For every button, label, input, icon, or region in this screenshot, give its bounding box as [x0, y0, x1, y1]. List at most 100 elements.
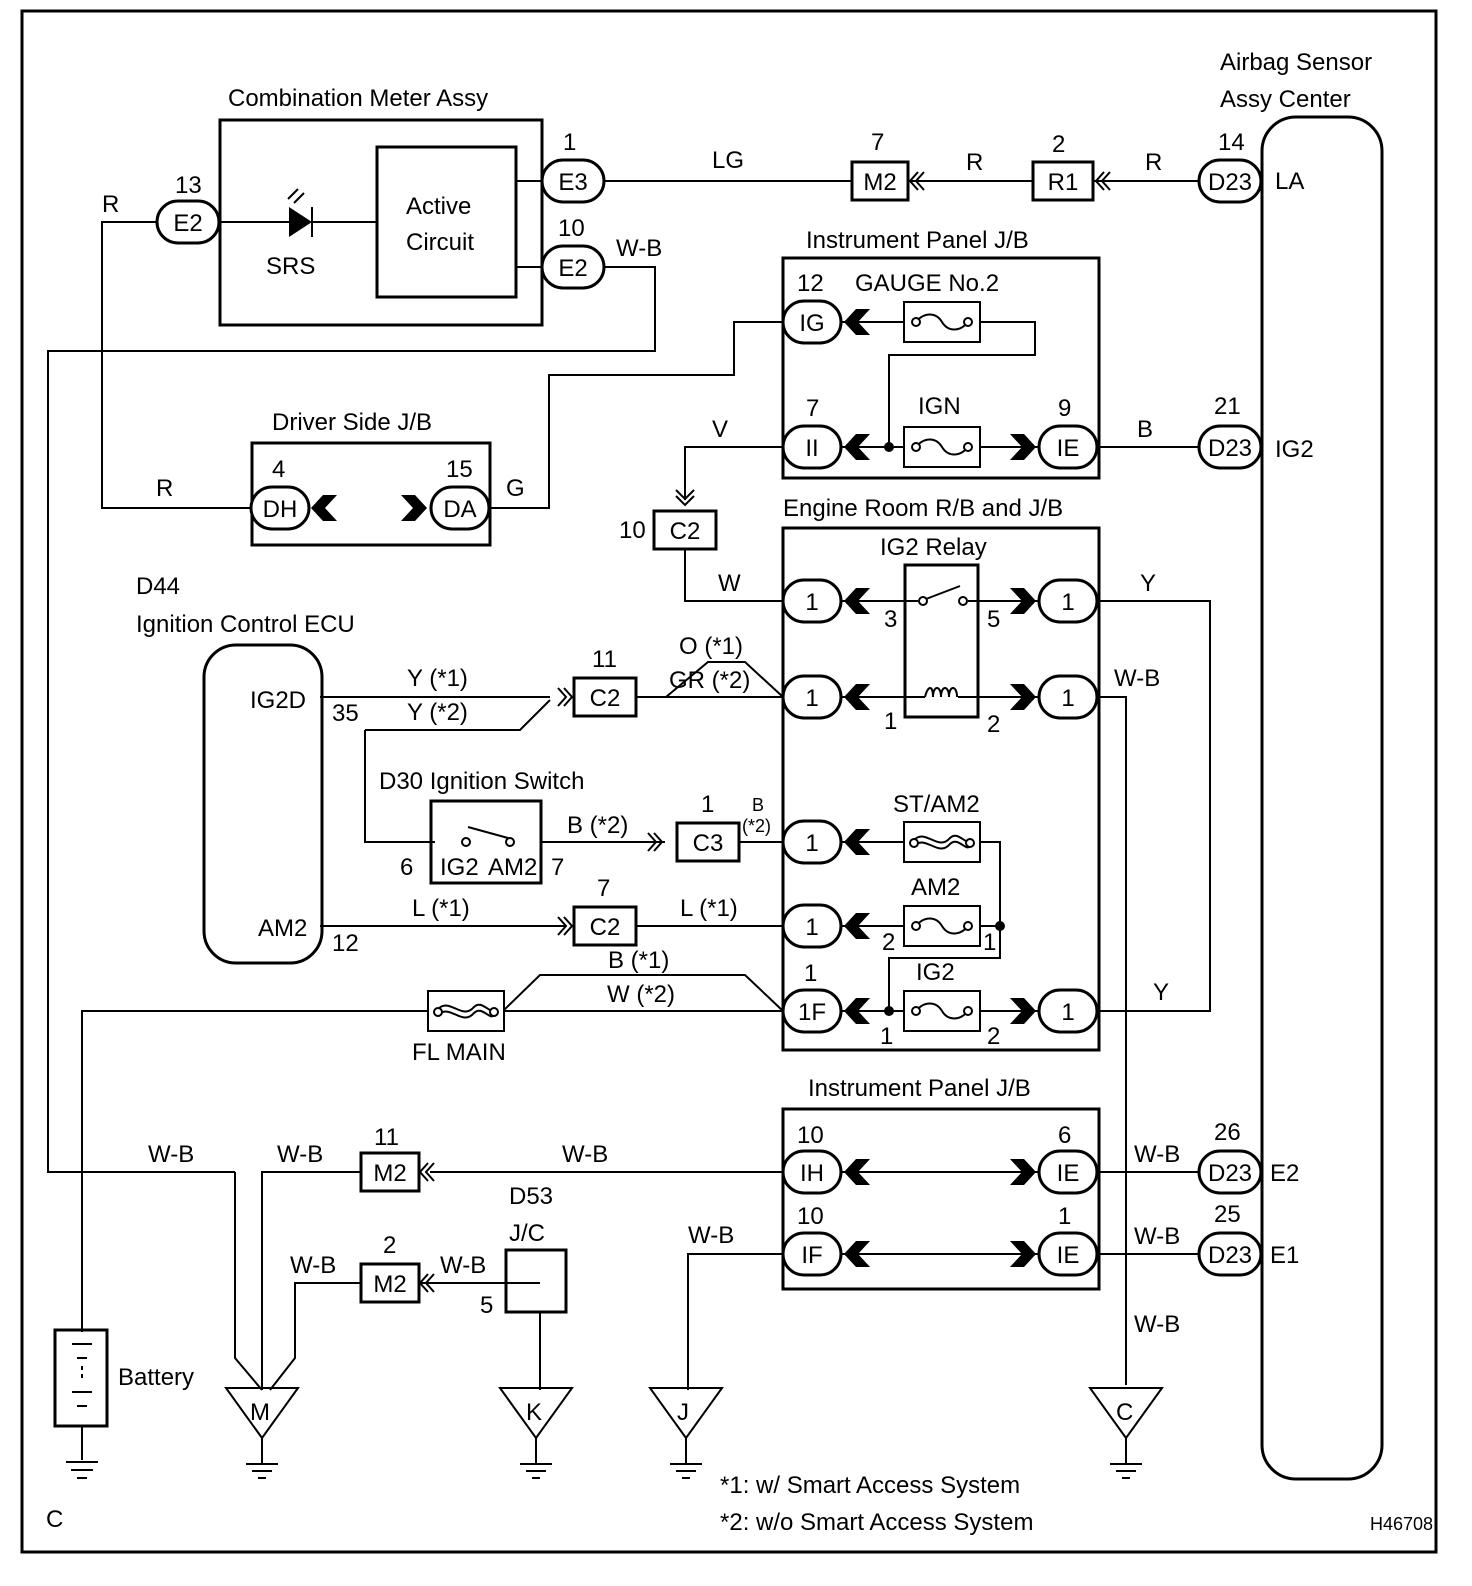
connector-ie-b1: IE — [1037, 1149, 1099, 1195]
connector-m2-11: M2 — [359, 1151, 421, 1193]
chevron-icon — [844, 829, 870, 855]
connector-label: 1 — [1061, 589, 1074, 616]
svg-text:Circuit: Circuit — [406, 229, 474, 256]
connector-label: C2 — [590, 685, 621, 712]
svg-text:14: 14 — [1218, 129, 1245, 156]
ground-k-icon: K — [499, 1387, 573, 1479]
connector-label: IE — [1057, 1160, 1080, 1187]
connector-label: 1 — [1061, 685, 1074, 712]
connector-arrow-icon — [647, 832, 664, 852]
svg-text:10: 10 — [797, 1122, 824, 1149]
connector-arrow-icon — [418, 1162, 435, 1182]
svg-text:O (*1): O (*1) — [679, 633, 743, 660]
svg-text:7: 7 — [597, 875, 610, 902]
svg-text:IG2: IG2 — [916, 959, 955, 986]
svg-text:W-B: W-B — [1134, 1223, 1180, 1250]
svg-text:B: B — [752, 795, 764, 815]
connector-label: 1 — [805, 685, 818, 712]
connector-arrow-icon — [908, 171, 925, 191]
connector-meter-e3: E3 — [540, 158, 606, 204]
svg-text:R: R — [1145, 149, 1162, 176]
svg-text:E2: E2 — [1270, 1160, 1299, 1187]
svg-text:AM2: AM2 — [488, 854, 537, 881]
svg-text:1: 1 — [701, 791, 714, 818]
connector-label: M2 — [373, 1271, 406, 1298]
grounds: M K J C — [225, 1387, 1163, 1479]
connector-er-1g: 1 — [1037, 988, 1099, 1034]
svg-text:IG2D: IG2D — [250, 687, 306, 714]
chevron-icon — [844, 588, 870, 614]
chevron-icon — [844, 998, 870, 1024]
connector-label: IF — [801, 1242, 822, 1269]
svg-text:W (*2): W (*2) — [607, 981, 675, 1008]
connector-label: D23 — [1208, 1242, 1252, 1269]
ignition-switch: D30 Ignition Switch IG2 AM2 — [379, 768, 584, 885]
wire-labels: LG R R R W-B B V R G W Y O (*1) GR (*2) … — [102, 147, 1180, 1338]
svg-text:W-B: W-B — [1134, 1311, 1180, 1338]
svg-text:1: 1 — [983, 929, 996, 956]
svg-text:21: 21 — [1214, 393, 1241, 420]
connector-label: D23 — [1208, 1160, 1252, 1187]
active-circuit — [375, 145, 518, 299]
connector-er-1f: 1 — [781, 903, 843, 949]
svg-text:C: C — [1116, 1399, 1133, 1426]
connector-er-1d: 1 — [1037, 674, 1099, 720]
chevron-icon — [401, 495, 427, 521]
svg-text:10: 10 — [797, 1203, 824, 1230]
connector-if: IF — [781, 1231, 843, 1277]
connector-label: E3 — [558, 169, 587, 196]
svg-text:W-B: W-B — [277, 1141, 323, 1168]
chevrons — [311, 171, 1111, 1293]
svg-text:GAUGE No.2: GAUGE No.2 — [855, 270, 999, 297]
svg-text:W: W — [718, 570, 741, 597]
svg-text:IG2: IG2 — [1275, 436, 1314, 463]
connector-r1: R1 — [1031, 160, 1095, 202]
connector-label: IH — [800, 1160, 824, 1187]
connector-er-1b: 1 — [1037, 578, 1099, 624]
svg-text:E1: E1 — [1270, 1242, 1299, 1269]
svg-text:IGN: IGN — [918, 393, 961, 420]
connector-d23-e2: D23 — [1197, 1149, 1263, 1195]
svg-text:10: 10 — [558, 215, 585, 242]
connector-meter-e2b: E2 — [540, 244, 606, 290]
svg-text:W-B: W-B — [290, 1252, 336, 1279]
svg-text:Ignition Control ECU: Ignition Control ECU — [136, 611, 355, 638]
svg-text:15: 15 — [446, 456, 473, 483]
svg-text:Assy Center: Assy Center — [1220, 86, 1351, 113]
svg-text:(*2): (*2) — [742, 816, 771, 836]
svg-text:M: M — [250, 1399, 270, 1426]
svg-text:W-B: W-B — [440, 1252, 486, 1279]
svg-text:Battery: Battery — [118, 1364, 194, 1391]
connector-c3: C3 — [675, 821, 741, 863]
connector-ii: II — [781, 424, 843, 470]
connector-arrow-icon — [675, 489, 695, 507]
svg-text:Combination Meter Assy: Combination Meter Assy — [228, 85, 488, 112]
ground-c-icon: C — [1089, 1387, 1163, 1479]
connector-c2-11: C2 — [572, 676, 638, 718]
svg-text:6: 6 — [1058, 1122, 1071, 1149]
connector-d23-e1: D23 — [1197, 1231, 1263, 1277]
chevron-icon — [1010, 684, 1036, 710]
svg-text:*2: w/o Smart Access System: *2: w/o Smart Access System — [720, 1509, 1033, 1536]
connector-meter-e2: E2 — [155, 199, 221, 245]
svg-text:2: 2 — [1052, 131, 1065, 158]
connector-label: R1 — [1048, 169, 1079, 196]
svg-text:L (*1): L (*1) — [680, 895, 738, 922]
connector-d23-ig2: D23 — [1197, 424, 1263, 470]
svg-text:13: 13 — [175, 172, 202, 199]
ground-m-icon: M — [225, 1387, 299, 1479]
svg-text:3: 3 — [884, 606, 897, 633]
svg-text:11: 11 — [374, 1124, 399, 1151]
chevron-icon — [844, 1241, 870, 1267]
chevron-icon — [1010, 434, 1036, 460]
chevron-icon — [844, 913, 870, 939]
junction-dots — [884, 442, 1005, 1016]
connector-label: IE — [1057, 435, 1080, 462]
svg-text:B (*1): B (*1) — [608, 947, 669, 974]
wiring — [47, 180, 1211, 1460]
svg-text:12: 12 — [797, 270, 824, 297]
svg-text:ST/AM2: ST/AM2 — [893, 791, 980, 818]
connector-label: 1 — [805, 830, 818, 857]
